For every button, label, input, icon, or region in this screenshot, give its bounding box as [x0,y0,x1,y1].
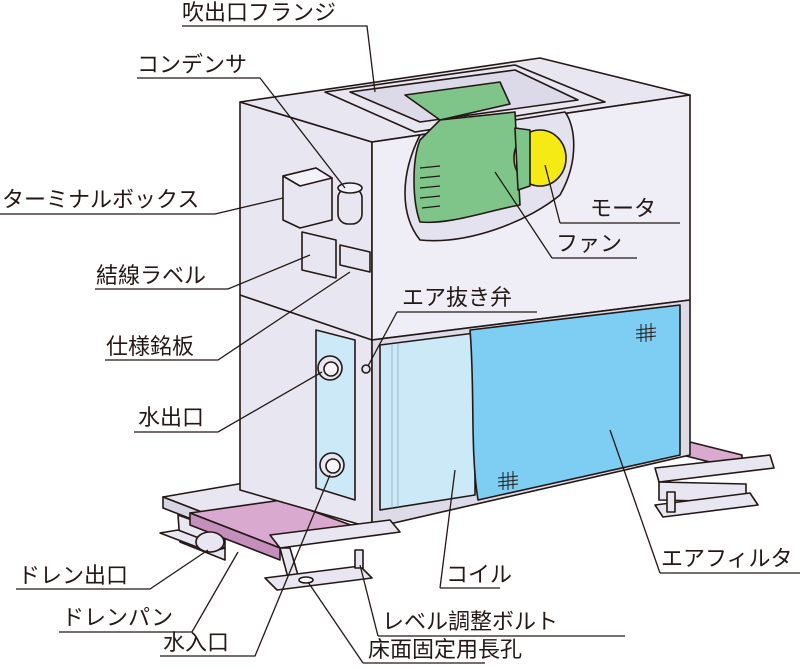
filter-grille-top [635,323,657,342]
nameplate-plate [339,244,371,273]
label-level-bolt: レベル調整ボルト [382,610,559,635]
base-frame-right [654,454,775,483]
label-outlet-flange: 吹出口フランジ [182,1,337,26]
label-condenser: コンデンサ [137,53,248,78]
label-air-vent-valve: エア抜き弁 [402,286,513,311]
label-floor-slot: 床面固定用長孔 [368,638,523,663]
label-drain-outlet: ドレン出口 [18,564,129,589]
label-water-inlet: 水入口 [163,631,230,656]
label-coil: コイル [446,563,513,588]
label-air-filter: エアフィルタ [661,547,793,572]
label-water-outlet: 水出口 [138,406,205,431]
coil [379,332,476,511]
air-filter [469,304,681,501]
label-fan: ファン [556,232,623,257]
level-bolt [354,549,364,569]
air-vent-valve [361,364,371,374]
label-motor: モータ [590,197,657,222]
wiring-label-plate [301,231,337,279]
drain-outlet-pipe [195,531,225,553]
fan-housing [413,111,521,224]
label-drain-pan: ドレンパン [62,606,174,631]
label-wiring-label: 結線ラベル [96,264,207,289]
label-terminal-box: ターミナルボックス [2,188,200,213]
floor-slot [298,576,314,584]
leader-lines [0,25,800,664]
filter-grille-bottom [497,471,519,490]
label-nameplate: 仕様銘板 [106,335,195,360]
